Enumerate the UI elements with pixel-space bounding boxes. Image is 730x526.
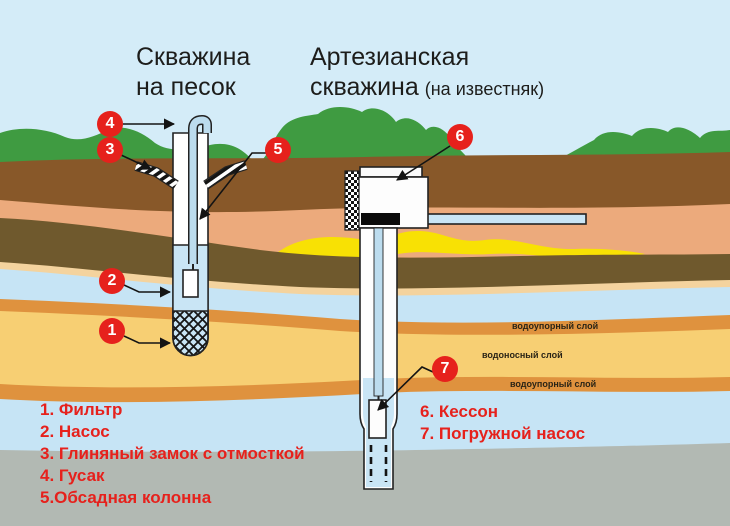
- legend-item-6: 6. Кессон: [420, 402, 499, 421]
- legend-artesian-well: 6. Кессон 7. Погружной насос: [420, 401, 585, 445]
- badge-4: 4: [97, 111, 123, 137]
- badge-3: 3: [97, 137, 123, 163]
- leader-line-6: [396, 145, 451, 181]
- leader-line-5: [199, 152, 266, 220]
- title-sand-line2: на песок: [136, 73, 236, 101]
- badge-5: 5: [265, 137, 291, 163]
- label-aquifer: водоносный слой: [482, 350, 563, 360]
- label-lower-aquitard: водоупорный слой: [510, 379, 597, 389]
- title-artesian-line1: Артезианская: [310, 43, 470, 71]
- leader-line-3: [120, 154, 153, 170]
- caisson-pump-unit: [361, 213, 400, 225]
- sand-well-filter: [172, 310, 209, 357]
- title-artesian-word: скважина: [310, 73, 419, 101]
- label-upper-aquitard: водоупорный слой: [512, 321, 599, 331]
- badge-2: 2: [99, 268, 125, 294]
- legend-item-4: 4. Гусак: [40, 466, 105, 485]
- caisson-ladder: [344, 170, 360, 231]
- title-sand-well: Скважина на песок: [136, 42, 250, 102]
- filter-slots: [369, 445, 388, 482]
- legend-item-3: 3. Глиняный замок с отмосткой: [40, 444, 305, 463]
- gooseneck-pipe: [189, 116, 211, 264]
- legend-item-1: 1. Фильтр: [40, 400, 123, 419]
- badge-7: 7: [432, 356, 458, 382]
- leader-line-2: [123, 284, 172, 298]
- caisson-lid: [359, 166, 423, 178]
- badge-1: 1: [99, 318, 125, 344]
- sand-well-pump: [182, 269, 199, 298]
- title-artesian-well: Артезианская скважина(на известняк): [310, 42, 544, 104]
- leader-line-7: [377, 366, 434, 411]
- artesian-riser-pipe: [373, 227, 384, 397]
- title-artesian-note: (на известняк): [424, 79, 545, 99]
- title-sand-line1: Скважина: [136, 43, 251, 71]
- legend-item-7: 7. Погружной насос: [420, 424, 586, 443]
- badge-6: 6: [447, 124, 473, 150]
- leader-line-1: [123, 335, 172, 349]
- legend-sand-well: 1. Фильтр 2. Насос 3. Глиняный замок с о…: [40, 399, 305, 509]
- title-artesian-line2: скважина(на известняк): [310, 72, 544, 104]
- legend-item-5: 5.Обсадная колонна: [40, 488, 212, 507]
- legend-item-2: 2. Насос: [40, 422, 110, 441]
